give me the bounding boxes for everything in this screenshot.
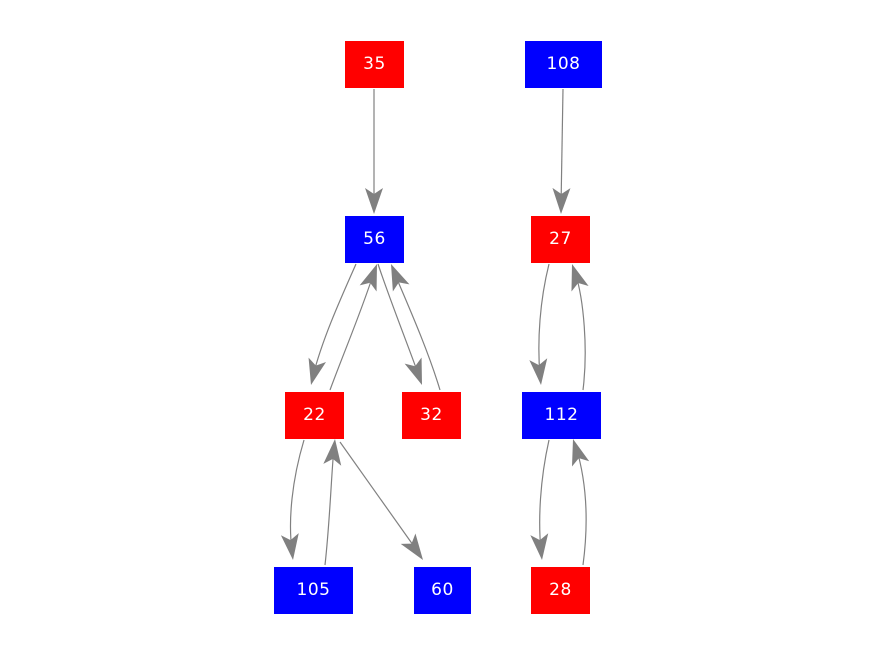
- edge-27-112-arrowhead: [529, 358, 548, 385]
- graph-node-28[interactable]: 28: [531, 567, 590, 614]
- graph-node-label: 105: [296, 580, 331, 600]
- graph-node-27[interactable]: 27: [531, 216, 590, 263]
- edge-22-60-arrowhead: [400, 533, 423, 560]
- edge-56-22-arrowhead: [308, 357, 327, 385]
- edge-28-112-arrowhead: [571, 439, 590, 467]
- graph-node-22[interactable]: 22: [285, 392, 344, 439]
- edge-22-56-arrowhead: [359, 264, 377, 292]
- edge-56-32: [377, 263, 420, 377]
- edge-112-27-arrowhead: [571, 264, 589, 292]
- graph-node-label: 22: [303, 405, 326, 425]
- edge-108-27: [560, 88, 564, 208]
- graph-node-label: 28: [549, 580, 572, 600]
- graph-node-35[interactable]: 35: [345, 41, 404, 88]
- graph-node-108[interactable]: 108: [525, 41, 602, 88]
- graph-node-label: 35: [363, 54, 386, 74]
- edge-112-28-arrowhead: [530, 533, 549, 560]
- edge-32-56: [393, 271, 441, 391]
- graph-node-105[interactable]: 105: [274, 567, 353, 614]
- graph-node-label: 108: [546, 54, 581, 74]
- graph-node-60[interactable]: 60: [414, 567, 471, 614]
- edge-56-32-arrowhead: [404, 357, 422, 385]
- edge-108-27-arrowhead: [552, 187, 571, 214]
- graph-node-label: 60: [431, 580, 454, 600]
- edge-35-56-arrowhead: [365, 188, 383, 214]
- graph-node-32[interactable]: 32: [402, 392, 461, 439]
- graph-node-label: 112: [544, 405, 579, 425]
- edge-56-22: [312, 263, 357, 377]
- graph-node-56[interactable]: 56: [345, 216, 404, 263]
- graph-node-label: 32: [420, 405, 443, 425]
- edge-32-56-arrowhead: [391, 264, 410, 292]
- graph-node-label: 56: [363, 229, 386, 249]
- graph-node-label: 27: [549, 229, 572, 249]
- edge-27-112: [538, 263, 550, 377]
- edge-105-22-arrowhead: [323, 439, 342, 466]
- edge-22-105-arrowhead: [280, 533, 299, 560]
- edge-22-56: [329, 271, 375, 391]
- edge-22-60: [339, 441, 419, 553]
- graph-node-112[interactable]: 112: [522, 392, 601, 439]
